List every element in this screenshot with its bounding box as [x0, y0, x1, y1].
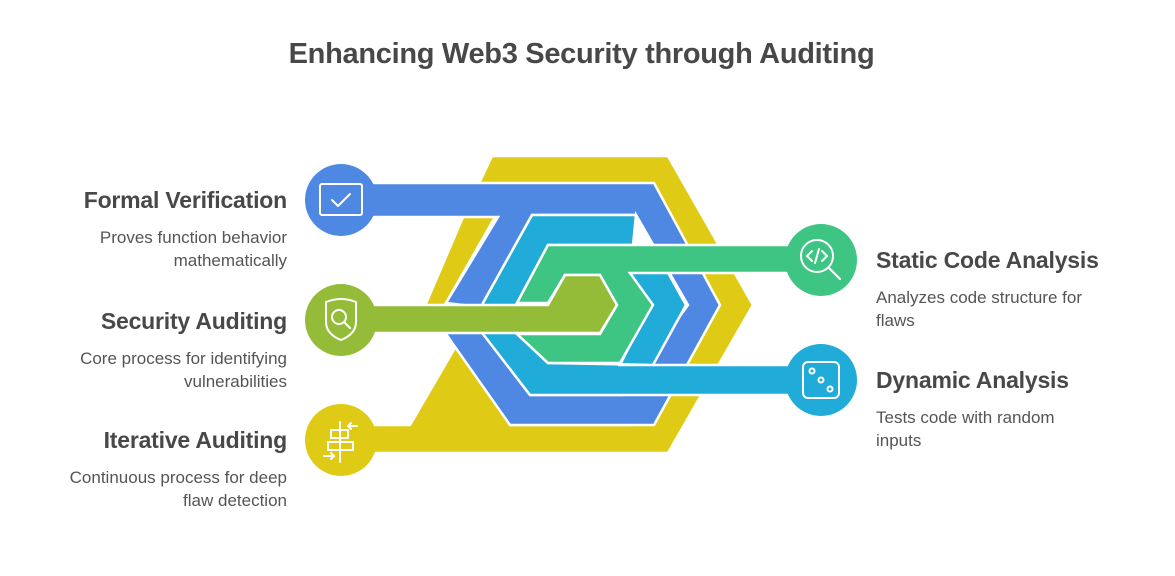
static-code-analysis-node: [785, 224, 857, 296]
description-line: flaws: [876, 311, 915, 330]
dynamic-analysis-item: Dynamic Analysis Tests code with random …: [876, 366, 1136, 452]
dynamic-analysis-description: Tests code with random inputs: [876, 406, 1136, 452]
description-line: Analyzes code structure for: [876, 288, 1082, 307]
description-line: flaw detection: [183, 491, 287, 510]
description-line: Proves function behavior: [99, 228, 287, 247]
align-arrows-icon: [323, 421, 358, 463]
security-auditing-title: Security Auditing: [100, 308, 287, 334]
description-line: Continuous process for deep: [69, 468, 287, 487]
description-line: mathematically: [173, 251, 287, 270]
dice-icon: [802, 361, 840, 399]
static-code-analysis-item: Static Code Analysis Analyzes code struc…: [876, 246, 1136, 332]
security-auditing-description: Core process for identifying vulnerabili…: [27, 347, 287, 393]
description-line: vulnerabilities: [184, 372, 287, 391]
formal-verification-title: Formal Verification: [83, 187, 287, 213]
iterative-auditing-item: Iterative Auditing Continuous process fo…: [27, 426, 288, 512]
dynamic-analysis-title: Dynamic Analysis: [876, 367, 1069, 393]
security-auditing-node: [305, 284, 377, 356]
formal-verification-node: [305, 164, 377, 236]
checkbox-icon: [319, 183, 363, 216]
description-line: Core process for identifying: [80, 349, 287, 368]
iterative-auditing-node: [305, 404, 377, 476]
static-code-analysis-description: Analyzes code structure for flaws: [876, 286, 1136, 332]
iterative-auditing-description: Continuous process for deep flaw detecti…: [27, 466, 287, 512]
formal-verification-item: Formal Verification Proves function beha…: [27, 186, 287, 272]
dynamic-analysis-node: [785, 344, 857, 416]
security-auditing-core: [339, 273, 619, 335]
formal-verification-description: Proves function behavior mathematically: [27, 226, 287, 272]
page-title: Enhancing Web3 Security through Auditing: [288, 38, 875, 70]
security-auditing-item: Security Auditing Core process for ident…: [27, 307, 287, 393]
static-code-analysis-title: Static Code Analysis: [876, 247, 1099, 273]
shield-search-icon: [325, 298, 357, 342]
code-search-icon: [800, 239, 841, 280]
iterative-auditing-title: Iterative Auditing: [103, 427, 288, 453]
description-line: Tests code with random: [876, 408, 1055, 427]
description-line: inputs: [876, 431, 922, 450]
